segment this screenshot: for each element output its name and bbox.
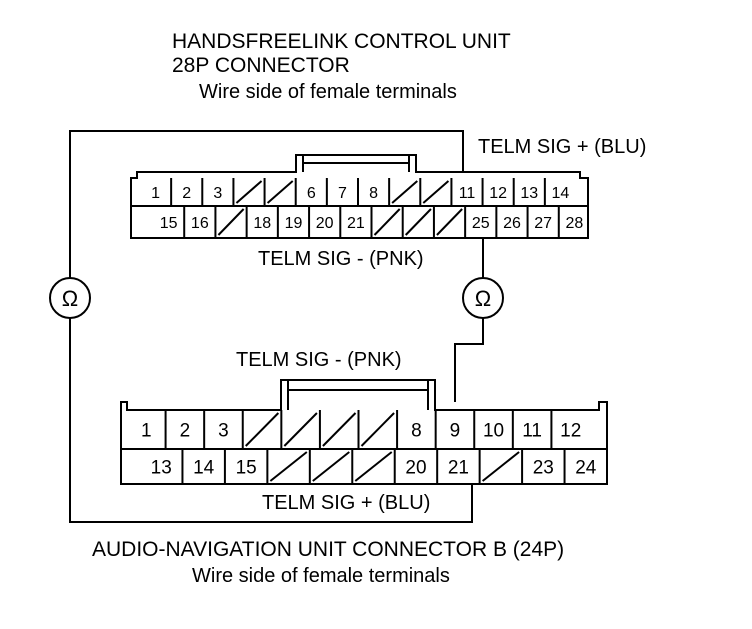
pin-number: 15 <box>236 458 257 479</box>
label-telm-sig-plus-bottom: TELM SIG + (BLU) <box>262 492 430 514</box>
hfl-title-line1: HANDSFREELINK CONTROL UNIT <box>172 30 511 53</box>
pin-number: 1 <box>151 185 160 202</box>
empty-cavity <box>283 412 318 447</box>
empty-cavity <box>373 208 401 236</box>
label-telm-sig-minus-top: TELM SIG - (PNK) <box>258 248 424 270</box>
wire-pnk-lower <box>454 318 484 402</box>
pin-number: 18 <box>253 215 271 232</box>
empty-cavity <box>312 451 350 482</box>
empty-cavity <box>360 412 395 447</box>
pin-number: 27 <box>534 215 552 232</box>
empty-cavity <box>436 208 463 236</box>
pin-number: 7 <box>338 185 347 202</box>
nav-subtitle: Wire side of female terminals <box>192 565 450 587</box>
wires <box>69 130 484 523</box>
empty-cavity <box>266 180 294 204</box>
pin-number: 13 <box>151 458 172 479</box>
empty-cavity <box>404 208 432 236</box>
pin-number: 14 <box>552 185 570 202</box>
ohmmeter-right: Ω <box>462 277 504 319</box>
wire-blu-left-upper <box>69 130 464 278</box>
empty-cavity <box>422 180 450 204</box>
pin-number: 11 <box>522 421 542 442</box>
pin-number: 25 <box>472 215 490 232</box>
hfl-subtitle: Wire side of female terminals <box>199 81 457 103</box>
pin-number: 8 <box>411 421 422 442</box>
pin-number: 6 <box>307 185 316 202</box>
empty-cavity <box>217 208 245 236</box>
empty-cavity <box>482 451 520 482</box>
pin-number: 26 <box>503 215 521 232</box>
pin-number: 2 <box>182 185 191 202</box>
ohmmeter-left: Ω <box>49 277 91 319</box>
pin-number: 21 <box>347 215 365 232</box>
pin-number: 14 <box>193 458 215 479</box>
pin-number: 20 <box>405 458 426 479</box>
empty-cavity <box>245 412 280 447</box>
pin-number: 24 <box>575 458 597 479</box>
pin-number: 13 <box>520 185 538 202</box>
pin-number: 28 <box>565 215 583 232</box>
pin-number: 19 <box>285 215 303 232</box>
empty-cavity <box>391 180 418 204</box>
pin-number: 11 <box>459 185 476 202</box>
empty-cavity <box>354 451 393 482</box>
hfl-title-line2: 28P CONNECTOR <box>172 54 350 77</box>
pin-number: 16 <box>191 215 209 232</box>
wire-blu-left-lower <box>69 318 473 523</box>
pin-number: 10 <box>483 421 504 442</box>
pin-number: 3 <box>213 185 222 202</box>
pin-number: 15 <box>160 215 178 232</box>
pin-number: 9 <box>450 421 461 442</box>
pin-number: 20 <box>316 215 334 232</box>
pin-number: 12 <box>489 185 507 202</box>
empty-cavity <box>235 180 263 204</box>
nav-title: AUDIO-NAVIGATION UNIT CONNECTOR B (24P) <box>92 538 564 561</box>
pin-number: 1 <box>141 421 152 442</box>
pin-number: 12 <box>560 421 581 442</box>
ohm-icon: Ω <box>62 286 78 311</box>
empty-cavity <box>269 451 308 482</box>
pin-number: 8 <box>369 185 378 202</box>
pin-number: 3 <box>218 421 229 442</box>
ohm-icon: Ω <box>475 286 491 311</box>
label-telm-sig-minus-bottom: TELM SIG - (PNK) <box>236 349 402 371</box>
pin-number: 21 <box>448 458 469 479</box>
pin-number: 2 <box>180 421 191 442</box>
empty-cavity <box>322 412 357 447</box>
pin-number: 23 <box>533 458 554 479</box>
label-telm-sig-plus-top: TELM SIG + (BLU) <box>478 136 646 158</box>
